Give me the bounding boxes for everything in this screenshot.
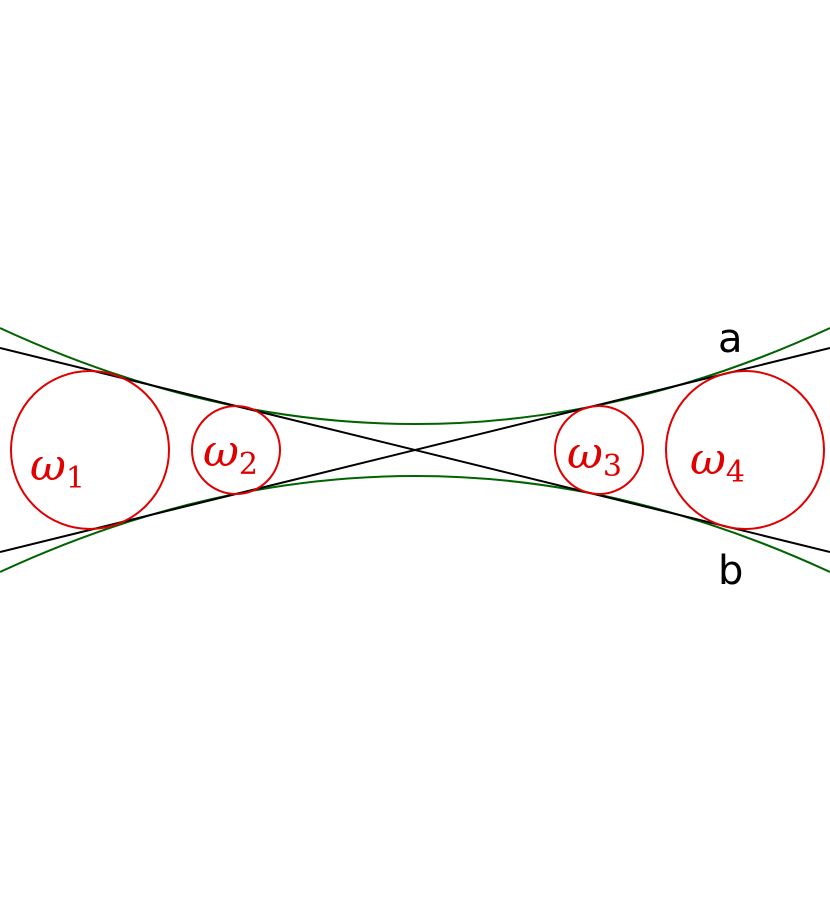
label-line-b: b xyxy=(718,548,743,594)
circle-omega-2 xyxy=(191,405,281,495)
circle-omega-3 xyxy=(554,405,644,495)
circle-omega-4 xyxy=(665,370,825,530)
label-omega-1: ω1 xyxy=(30,440,85,496)
label-line-a: a xyxy=(718,316,743,362)
upper-green-curve xyxy=(0,327,830,425)
lower-green-curve xyxy=(0,475,830,573)
label-omega-4: ω4 xyxy=(690,434,745,490)
label-omega-3: ω3 xyxy=(567,428,622,484)
label-omega-2: ω2 xyxy=(203,426,258,482)
line-b xyxy=(0,347,830,553)
circle-omega-1 xyxy=(10,370,170,530)
